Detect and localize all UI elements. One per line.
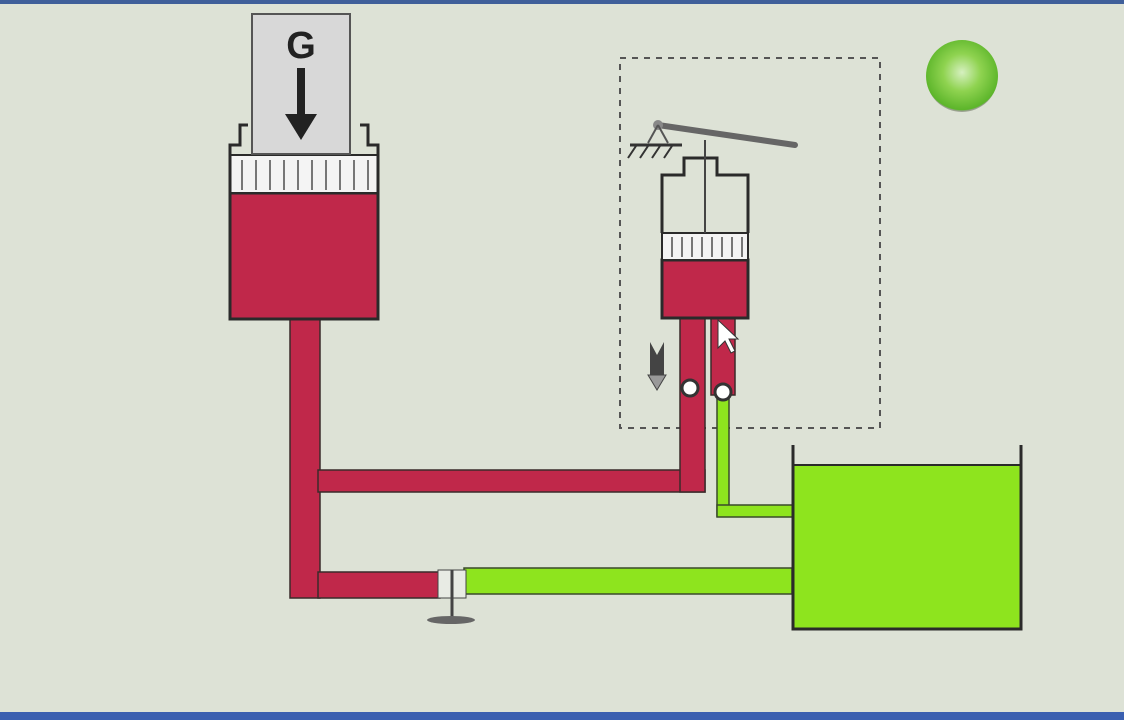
pump-lever[interactable] — [627, 120, 798, 159]
load-label: G — [286, 25, 316, 67]
pressure-pipes — [289, 314, 736, 599]
pump-cylinder — [660, 140, 750, 320]
load-weight: G — [251, 13, 351, 155]
load-cylinder — [228, 123, 380, 321]
top-border — [0, 0, 1124, 4]
bottom-border — [0, 712, 1124, 720]
down-arrow-icon — [285, 114, 317, 140]
flow-direction-arrow-icon — [647, 342, 667, 391]
mouse-cursor-icon — [717, 318, 740, 354]
release-valve[interactable] — [427, 569, 475, 624]
check-valves — [680, 378, 733, 402]
play-button[interactable] — [926, 40, 998, 112]
hand-pump-region — [619, 57, 881, 429]
reservoir-tank — [791, 445, 1023, 631]
